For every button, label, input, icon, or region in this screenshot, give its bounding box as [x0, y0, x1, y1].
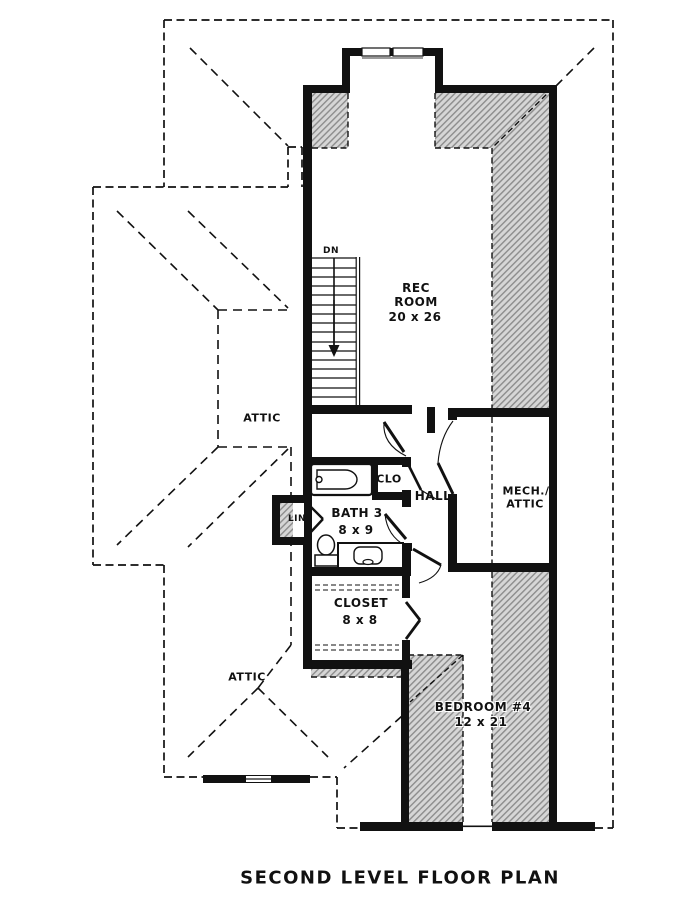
mech-left-wall-lower	[448, 494, 457, 572]
hall-jamb	[427, 407, 435, 433]
door-bedroom	[412, 547, 442, 584]
rec-room-dims: 20 x 26	[388, 310, 442, 324]
bath-right-wall-a	[402, 457, 411, 467]
top-wall-right	[435, 85, 557, 93]
mech-bottom-wall	[448, 563, 557, 572]
bedroom4-label: BEDROOM #4	[434, 700, 532, 714]
attic-upper-label: ATTIC	[243, 411, 281, 425]
toilet-tank	[314, 554, 339, 567]
bedroom-window	[463, 823, 492, 830]
dormer-left-wall	[342, 48, 350, 93]
door-bath	[383, 513, 408, 547]
plan-title: SECOND LEVEL FLOOR PLAN	[240, 867, 560, 889]
hall-label: HALL	[414, 489, 452, 503]
bottom-wall-left-seg	[360, 822, 463, 831]
hatch-edge-dashed	[311, 87, 554, 822]
roof-outline-dashed	[92, 19, 614, 829]
clo-divider-wall	[372, 457, 378, 500]
closet-right-wall-a	[402, 575, 410, 598]
recroom-bottom-wall	[303, 405, 412, 414]
door-closet	[404, 601, 422, 640]
lower-left-window	[246, 776, 271, 782]
bath-right-wall-c	[402, 548, 411, 575]
bedroom-left-wall	[401, 669, 409, 825]
stairs	[312, 257, 361, 405]
closet-right-wall-b	[402, 640, 410, 669]
rec-room-label-line2: ROOM	[394, 295, 438, 309]
tub-faucet	[315, 475, 323, 484]
bath3-dims: 8 x 9	[338, 523, 374, 537]
stair-down-arrow-head	[328, 345, 340, 357]
bath-fixtures	[309, 462, 404, 569]
hatch-regions	[311, 93, 549, 822]
hatch-bedroom-right	[492, 572, 549, 822]
hatch-top-right	[435, 93, 549, 148]
hatch-top-left	[312, 93, 348, 148]
linen-closet-interior	[280, 503, 304, 537]
dormer-right-wall	[435, 48, 443, 93]
doors	[309, 420, 455, 640]
vanity-sink	[337, 542, 404, 569]
mech-top-wall	[448, 408, 557, 417]
bath-right-wall-b	[402, 490, 411, 507]
door-mech-attic	[436, 420, 455, 495]
bathtub	[309, 462, 374, 497]
closet-label: CLOSET	[333, 596, 389, 610]
bath-bottom-wall	[303, 567, 411, 576]
bath-top-wall	[303, 457, 411, 465]
closet-bottom-wall	[303, 660, 412, 669]
hatch-bedroom-left	[408, 655, 463, 822]
clo-bottom-wall	[372, 492, 411, 500]
mech-attic-label-line1: MECH./	[502, 484, 550, 498]
lin-label: LIN	[287, 514, 307, 524]
door-clo	[406, 463, 437, 500]
mech-attic-label-line2: ATTIC	[506, 497, 544, 511]
bath3-label: BATH 3	[331, 506, 383, 520]
rec-room-label-line1: REC	[402, 281, 430, 295]
toilet	[314, 534, 339, 567]
left-wall-lower	[303, 537, 312, 668]
door-recroom-hall	[382, 421, 407, 457]
hall-bottom-wall	[402, 543, 412, 551]
roof-diagonals-dashed	[116, 47, 595, 769]
dormer-window	[361, 47, 424, 59]
right-wall	[549, 85, 557, 831]
clo-label: CLO	[376, 472, 402, 486]
hatch-under-closet	[311, 668, 403, 677]
closet-dims: 8 x 8	[342, 613, 378, 627]
top-wall-left	[303, 85, 350, 93]
stairs-dn-label: DN	[322, 246, 340, 256]
bottom-wall-right-seg	[492, 822, 595, 831]
attic-lower-label: ATTIC	[228, 670, 266, 684]
left-wall-upper	[303, 85, 312, 503]
windows	[246, 47, 492, 830]
hatch-right-strip	[492, 148, 549, 408]
stair-stringer	[355, 257, 361, 405]
door-linen	[309, 505, 324, 534]
closet-shelf-dashed	[315, 584, 399, 651]
bedroom4-dims: 12 x 21	[454, 715, 508, 729]
